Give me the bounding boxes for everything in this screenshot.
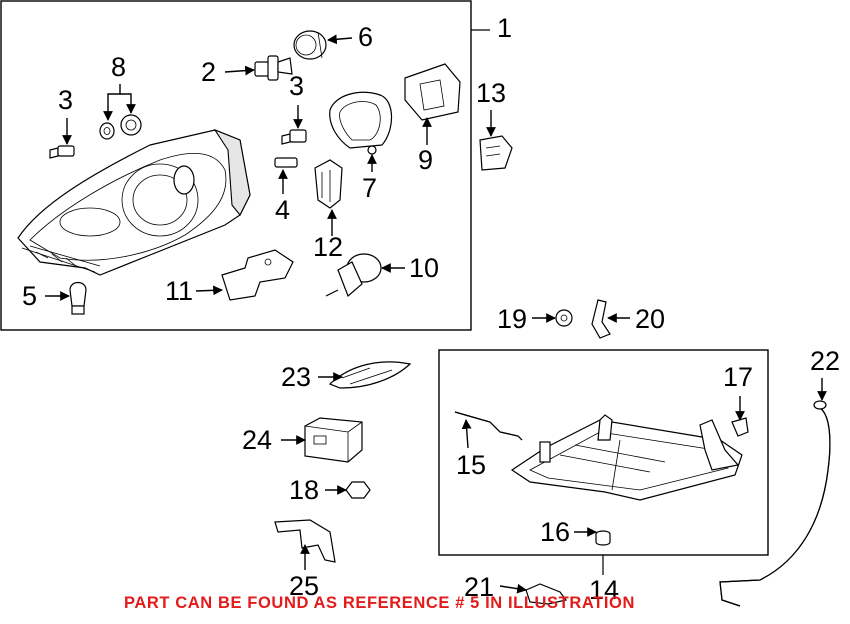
- callout-arrows: [45, 34, 827, 594]
- callout-4: 4: [275, 195, 291, 225]
- part-20-clip: [591, 299, 611, 339]
- part-3a-screw: [49, 145, 75, 159]
- callout-12: 12: [313, 232, 344, 262]
- part-16-cylinder: [595, 530, 611, 546]
- part-11-bracket: [221, 249, 294, 301]
- part-15-rod: [454, 411, 523, 441]
- part-22-hose: [719, 400, 831, 607]
- part-13-bracket: [479, 135, 513, 171]
- callout-21: 21: [464, 572, 495, 602]
- callout-23: 23: [281, 362, 312, 392]
- part-19-nut: [555, 309, 573, 327]
- callout-2: 2: [201, 57, 217, 87]
- callout-5: 5: [22, 281, 38, 311]
- part-3b-screw: [281, 129, 307, 145]
- part-17-clip: [731, 417, 749, 437]
- part-18-bolt: [345, 481, 371, 499]
- part-24-module: [304, 417, 363, 463]
- part-6-cap: [293, 30, 327, 60]
- callout-22: 22: [810, 346, 841, 376]
- callout-20: 20: [635, 304, 666, 334]
- part-21-clip: [525, 583, 568, 605]
- callout-16: 16: [540, 517, 571, 547]
- callout-24: 24: [242, 425, 273, 455]
- part-4-screw: [274, 157, 298, 168]
- callout-17: 17: [723, 362, 754, 392]
- part-8-grommets: [99, 114, 142, 140]
- callout-3a: 3: [58, 85, 74, 115]
- part-2-bulb: [254, 55, 293, 81]
- callout-18: 18: [289, 475, 320, 505]
- part-7-housing: [329, 91, 393, 155]
- part-12-connector: [314, 159, 343, 209]
- headlamp-assembly-box: [0, 0, 472, 331]
- part-5-bulb: [69, 281, 87, 315]
- callout-15: 15: [456, 450, 487, 480]
- callout-9: 9: [418, 145, 434, 175]
- callout-13: 13: [476, 78, 507, 108]
- callout-1: 1: [497, 13, 513, 43]
- callout-8: 8: [111, 52, 127, 82]
- callout-3b: 3: [289, 71, 305, 101]
- callout-11: 11: [165, 276, 194, 306]
- reference-notice: PART CAN BE FOUND AS REFERENCE # 5 IN IL…: [124, 594, 635, 612]
- callout-10: 10: [409, 253, 440, 283]
- callout-25: 25: [289, 571, 320, 601]
- part-23-trim: [328, 361, 412, 389]
- part-14-tray: [510, 414, 743, 501]
- part-10-motor: [325, 253, 382, 298]
- callout-6: 6: [358, 22, 374, 52]
- callout-7: 7: [362, 173, 378, 203]
- headlamp-housing: [17, 128, 251, 276]
- callout-14: 14: [589, 575, 620, 605]
- part-9-control-module: [404, 63, 461, 121]
- part-25-bracket: [274, 519, 336, 563]
- callout-19: 19: [497, 304, 528, 334]
